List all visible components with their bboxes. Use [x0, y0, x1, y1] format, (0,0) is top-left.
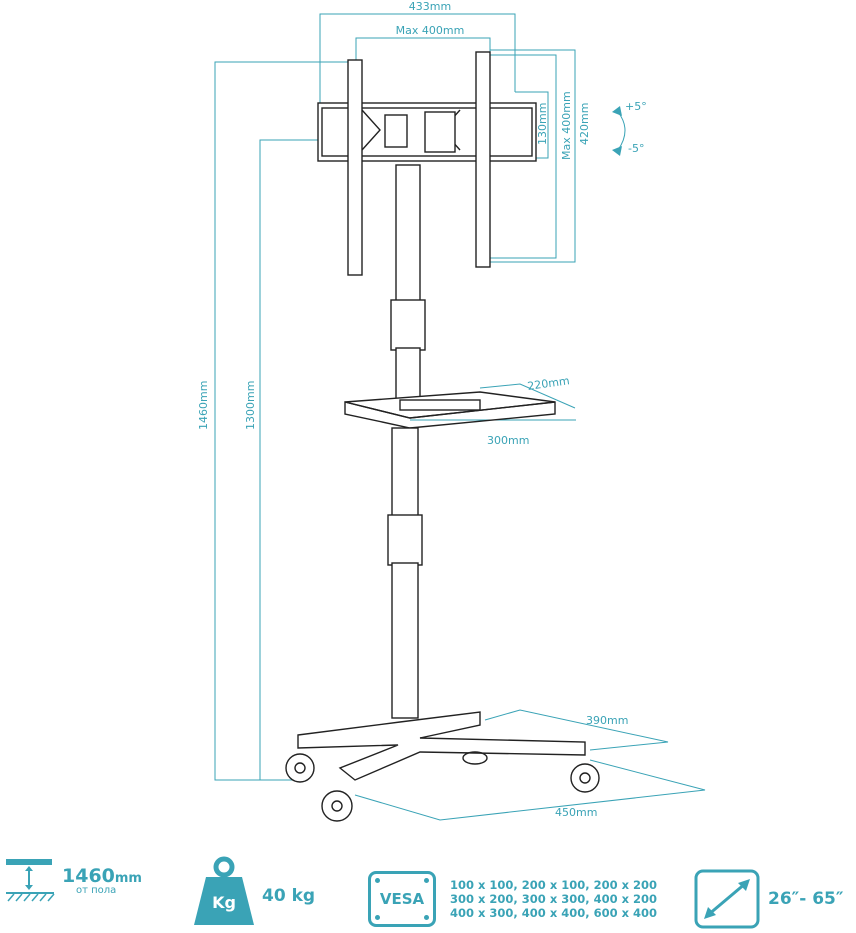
left-vesa-arm: [347, 59, 363, 276]
dim-line-450: [354, 759, 706, 821]
dim-line-max400-v: [490, 54, 557, 259]
weight-value: 40 kg: [262, 886, 316, 906]
height-value: 1460: [62, 864, 115, 887]
weight-icon: Kg: [192, 855, 256, 927]
spec-screen-size: 26″- 65″: [694, 869, 843, 929]
dim-line-max400-h: [355, 37, 491, 60]
weight-icon-label: Kg: [212, 893, 236, 912]
label-tilt-plus: +5°: [625, 100, 647, 113]
base: [297, 711, 586, 781]
dim-line-433: [319, 13, 516, 105]
label-1460: 1460mm: [197, 381, 210, 430]
screen-diagonal-icon: [694, 869, 760, 929]
tilt-arc: [617, 111, 626, 151]
vesa-icon: VESA: [368, 871, 436, 927]
pole-lower: [391, 427, 419, 519]
label-1300: 1300mm: [244, 381, 257, 430]
label-220: 220mm: [527, 374, 571, 393]
caster: [321, 790, 353, 822]
spec-height: 1460mm от пола: [4, 857, 142, 903]
vesa-line: 100 x 100, 200 x 100, 200 x 200: [450, 878, 658, 892]
dim-line-1300: [259, 139, 350, 780]
label-390: 390mm: [586, 714, 628, 727]
dim-line-390: [484, 709, 669, 751]
caster: [285, 753, 315, 783]
spec-vesa: VESA 100 x 100, 200 x 100, 200 x 200 300…: [368, 871, 657, 927]
vesa-line: 400 x 300, 400 x 400, 600 x 400: [450, 906, 658, 920]
label-300: 300mm: [487, 434, 529, 447]
caster: [570, 763, 600, 793]
label-433: 433mm: [409, 0, 451, 13]
spec-bar: 1460mm от пола Kg 40 kg VESA 100 x 100, …: [0, 845, 856, 933]
label-420: 420mm: [578, 103, 591, 145]
dim-line-420: [490, 49, 576, 263]
label-tilt-minus: -5°: [628, 142, 644, 155]
label-max400-v: Max 400mm: [560, 91, 573, 160]
tv-stand-diagram: 433mm Max 400mm 130mm Max 400mm 420mm +5…: [197, 0, 706, 822]
label-max400-h: Max 400mm: [396, 24, 465, 37]
pole-upper: [395, 164, 421, 306]
dim-line-220: [479, 383, 576, 409]
spec-weight: Kg 40 kg: [192, 855, 315, 927]
dim-line-1460: [214, 61, 360, 781]
vesa-icon-label: VESA: [379, 890, 425, 908]
right-vesa-arm: [475, 51, 491, 268]
height-caption: от пола: [76, 884, 117, 896]
tilt-arrow-down: [612, 146, 622, 156]
height-unit: mm: [114, 870, 142, 886]
vesa-line: 300 x 200, 300 x 300, 400 x 200: [450, 892, 658, 906]
floor-height-icon: [6, 859, 55, 902]
screen-size-value: 26″- 65″: [768, 889, 844, 909]
label-450: 450mm: [555, 806, 597, 819]
vesa-list: 100 x 100, 200 x 100, 200 x 200 300 x 20…: [450, 878, 657, 920]
label-130: 130mm: [536, 103, 549, 145]
tilt-arrow-up: [612, 106, 622, 116]
